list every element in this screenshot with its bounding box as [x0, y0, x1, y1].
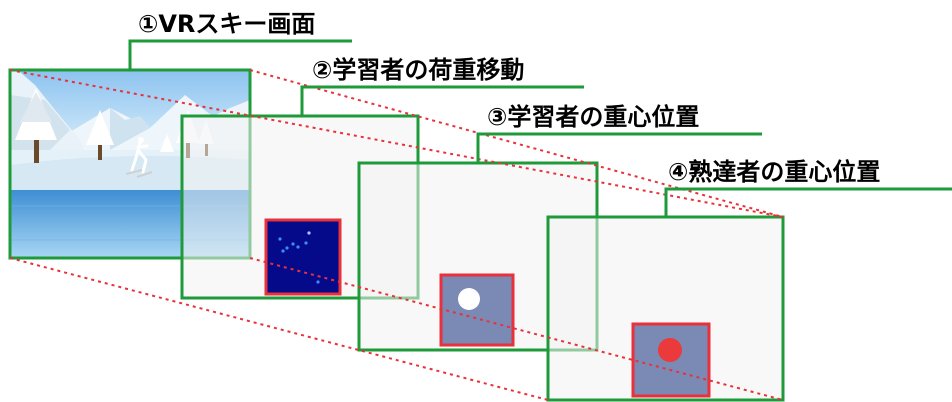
label-learner-cog: ③学習者の重心位置 [487, 103, 699, 131]
learner-cog-dot [458, 288, 480, 310]
learner-cog-inset [439, 273, 515, 347]
skier-figure [125, 137, 153, 178]
expert-cog-dot [658, 338, 682, 362]
label-learner-load-transfer: ②学習者の荷重移動 [312, 56, 524, 84]
expert-cog-panel [546, 215, 785, 402]
load-transfer-inset [264, 218, 342, 296]
label-vr-ski-screen: ①VRスキー画面 [138, 10, 315, 38]
label-expert-cog: ④熟達者の重心位置 [668, 158, 880, 186]
label-leaders [128, 39, 952, 217]
expert-cog-inset [631, 322, 711, 398]
perspective-guides [9, 69, 784, 401]
